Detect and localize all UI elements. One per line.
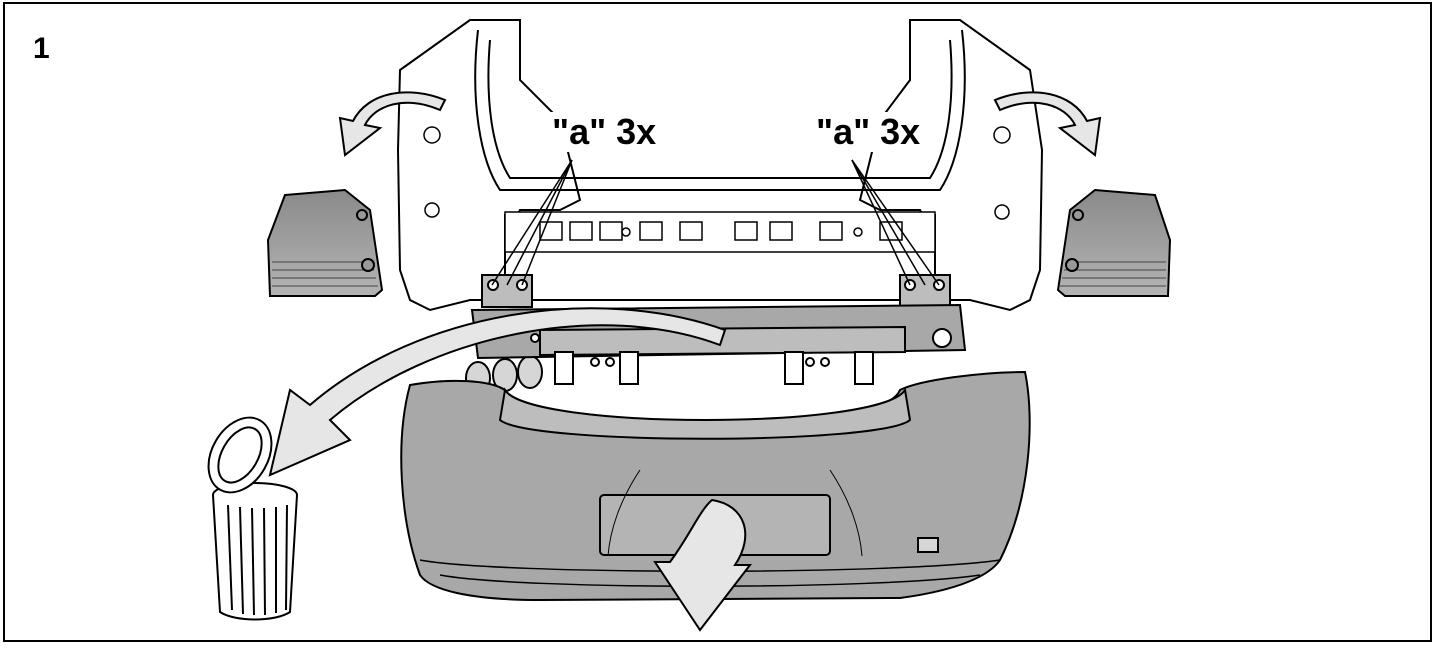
discard-arrow-icon (268, 307, 727, 477)
left-tail-lamp (266, 188, 384, 297)
body-holes (423, 126, 1011, 220)
bumper-removal-arrow-icon (653, 498, 753, 632)
callout-a-left: "a" 3x (548, 112, 661, 152)
rear-panel-slots (504, 211, 936, 253)
callout-a-right: "a" 3x (812, 112, 925, 152)
callout-leader-lines (491, 159, 940, 286)
step-number: 1 (33, 32, 50, 65)
left-lamp-removal-arrow-icon (338, 91, 447, 157)
right-lamp-removal-arrow-icon (993, 91, 1102, 157)
bar-straps (554, 351, 874, 385)
rear-bumper-cover (400, 370, 1031, 602)
right-tail-lamp (1056, 188, 1172, 297)
car-body (396, 19, 1044, 312)
trash-bin-icon (207, 416, 298, 621)
